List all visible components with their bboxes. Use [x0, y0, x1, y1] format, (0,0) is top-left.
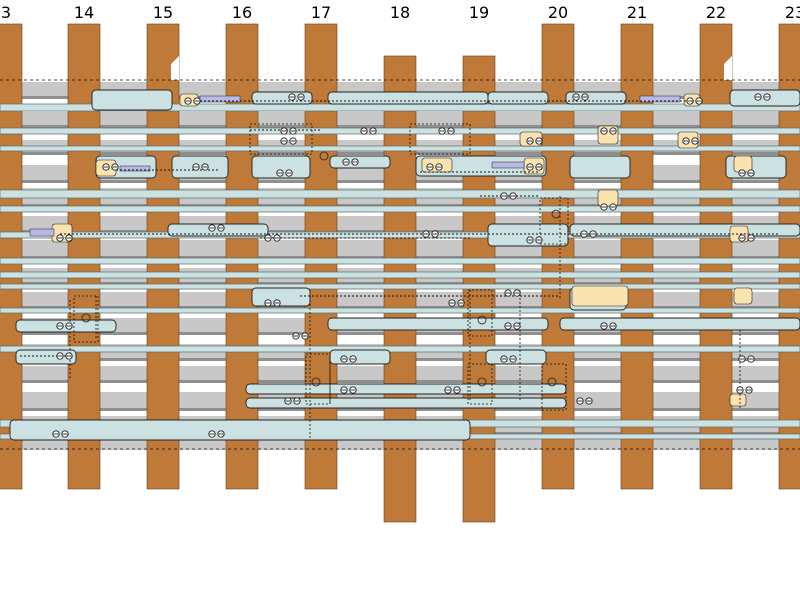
- via: [477, 315, 487, 325]
- tan-cell: [571, 285, 629, 307]
- via: [477, 377, 487, 387]
- rail: [0, 345, 800, 353]
- column-labels: 3 14 15 16 17 18 19 20 21 22 23: [1, 3, 800, 22]
- dashed-box: [467, 289, 493, 337]
- dashed-box: [541, 363, 567, 411]
- lavender-strip: [29, 228, 55, 237]
- tan-cell: [597, 189, 619, 207]
- pill-segment: [487, 91, 549, 105]
- column-label: 22: [706, 3, 726, 22]
- pill-segment: [251, 287, 311, 307]
- pill-segment: [327, 317, 549, 331]
- column-notch: [724, 56, 732, 80]
- dashed-box: [73, 295, 99, 343]
- column-label: 16: [232, 3, 252, 22]
- pill-segment: [245, 397, 567, 409]
- rail: [0, 307, 800, 314]
- column-label: 23: [785, 3, 800, 22]
- contacts: [52, 93, 771, 438]
- column-label: 3: [1, 3, 11, 22]
- pill-segment: [171, 155, 229, 179]
- dashed-boxes: [73, 123, 569, 411]
- pill-segment: [245, 383, 567, 395]
- column-label: 15: [153, 3, 173, 22]
- pill-segment: [91, 89, 173, 111]
- dashed-box: [467, 363, 493, 405]
- pill-segment: [569, 155, 631, 179]
- column-label: 18: [390, 3, 410, 22]
- via: [551, 209, 561, 219]
- dashed-box: [539, 197, 569, 245]
- lavender-strip: [639, 95, 681, 103]
- via: [81, 313, 91, 323]
- column-label: 19: [469, 3, 489, 22]
- via: [311, 377, 321, 387]
- dashed-box: [249, 123, 313, 155]
- column-label: 17: [311, 3, 331, 22]
- pill-segment: [251, 155, 311, 179]
- pill-segment: [329, 155, 391, 169]
- column-label: 21: [627, 3, 647, 22]
- pill-segment: [327, 91, 489, 105]
- pill-segment: [329, 349, 391, 365]
- lavender-strip: [119, 165, 151, 172]
- rail: [0, 127, 800, 135]
- copper-column: [778, 23, 800, 490]
- pill-segment: [9, 419, 471, 441]
- pill-segment: [559, 317, 800, 331]
- dashed-box: [305, 353, 331, 405]
- lavender-strips: [29, 95, 681, 237]
- rail: [0, 257, 800, 265]
- column-notch: [171, 56, 179, 80]
- column-label: 20: [548, 3, 568, 22]
- copper-column: [699, 23, 733, 490]
- via: [547, 377, 557, 387]
- via: [319, 151, 329, 161]
- tan-cell: [733, 287, 753, 305]
- dashed-box: [409, 123, 471, 155]
- tan-cell: [729, 393, 747, 407]
- copper-column: [0, 23, 23, 490]
- rail: [0, 271, 800, 279]
- dashed-wires: [20, 100, 780, 440]
- rail: [0, 145, 800, 152]
- dashed-guides: [0, 79, 800, 450]
- lavender-strip: [491, 161, 525, 169]
- column-label: 14: [74, 3, 94, 22]
- rail: [0, 283, 800, 290]
- rail: [0, 189, 800, 199]
- rail: [0, 205, 800, 213]
